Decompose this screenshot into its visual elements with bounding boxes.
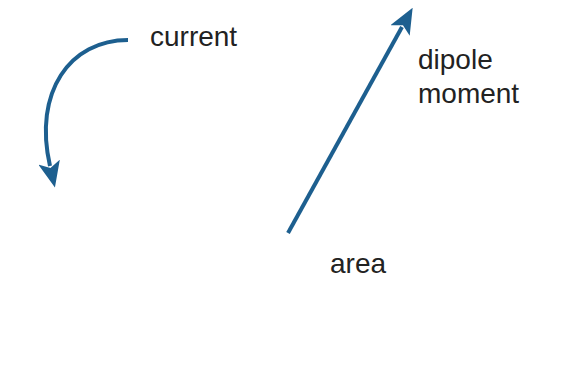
current-label: current	[150, 20, 237, 54]
area-label: area	[330, 247, 386, 281]
ellipse-outline	[12, 30, 562, 385]
dipole-arrow	[288, 27, 402, 233]
current-arrow	[46, 40, 128, 166]
dipole-label: dipole moment	[418, 43, 548, 110]
